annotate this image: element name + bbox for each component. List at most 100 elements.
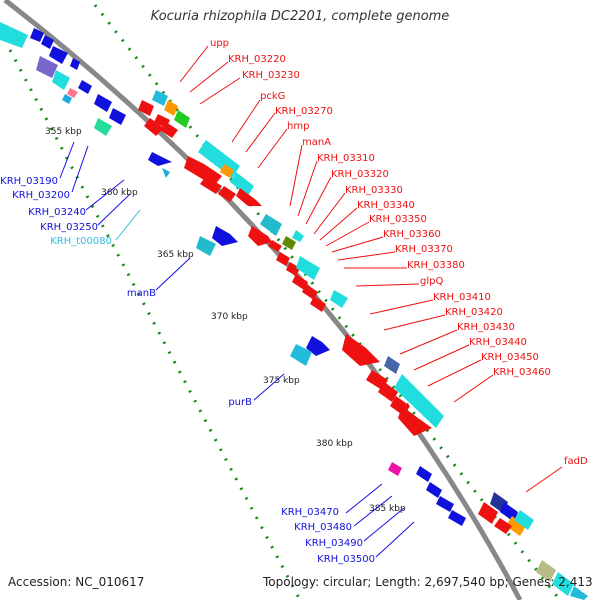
feature <box>152 90 168 106</box>
feature <box>67 88 78 98</box>
feature <box>292 230 304 242</box>
scale-label: 355 kbp <box>45 127 82 137</box>
feature <box>268 240 282 252</box>
feature <box>70 58 80 70</box>
gene-label[interactable]: KRH_03330 <box>345 185 403 196</box>
gene-label[interactable]: KRH_03420 <box>445 307 503 318</box>
feature <box>230 172 254 196</box>
feature <box>388 462 402 476</box>
feature <box>41 35 54 49</box>
scale-arc-inner <box>8 49 302 600</box>
feature <box>144 118 164 136</box>
reverse-leader-lines <box>59 141 415 558</box>
gene-label[interactable]: KRH_t00080 <box>50 236 112 247</box>
reverse-strand-features <box>0 22 466 526</box>
gene-label[interactable]: KRH_03190 <box>0 176 58 187</box>
gene-label[interactable]: KRH_03200 <box>12 190 70 201</box>
feature <box>0 22 28 48</box>
feature <box>148 152 172 166</box>
feature <box>306 336 330 356</box>
forward-strand-features <box>138 90 588 600</box>
gene-label[interactable]: hmp <box>287 121 309 132</box>
feature <box>78 80 92 94</box>
feature <box>138 100 154 116</box>
scale-label: 375 kbp <box>263 376 300 386</box>
gene-label[interactable]: pckG <box>260 91 285 102</box>
gene-label[interactable]: KRH_03430 <box>457 322 515 333</box>
feature <box>36 56 58 78</box>
map-title: Kocuria rhizophila DC2201, complete geno… <box>150 9 450 24</box>
feature <box>330 290 348 308</box>
gene-label[interactable]: purB <box>228 397 252 408</box>
gene-label[interactable]: KRH_03500 <box>317 554 375 565</box>
feature <box>160 122 178 138</box>
feature <box>196 236 216 256</box>
feature <box>174 110 190 128</box>
feature <box>236 188 262 206</box>
gene-label[interactable]: KRH_03310 <box>317 153 375 164</box>
gene-label[interactable]: KRH_03440 <box>469 337 527 348</box>
gene-label[interactable]: KRH_03350 <box>369 214 427 225</box>
gene-label[interactable]: manA <box>302 137 331 148</box>
feature <box>162 168 170 178</box>
gene-label[interactable]: KRH_03270 <box>275 106 333 117</box>
scale-label: 370 kbp <box>211 312 248 322</box>
feature <box>448 510 466 526</box>
gene-label[interactable]: KRH_03450 <box>481 352 539 363</box>
feature <box>342 334 380 366</box>
feature <box>62 94 72 104</box>
feature <box>248 226 272 246</box>
feature <box>378 382 398 402</box>
gene-label[interactable]: fadD <box>564 456 588 467</box>
gene-label[interactable]: KRH_03490 <box>305 538 363 549</box>
feature <box>536 560 556 582</box>
gene-label[interactable]: KRH_03240 <box>28 207 86 218</box>
feature <box>398 406 432 436</box>
gene-label[interactable]: KRH_03460 <box>493 367 551 378</box>
feature <box>436 496 454 512</box>
reverse-gene-labels: KRH_03190 KRH_03200 KRH_03240 KRH_03250 … <box>0 176 375 565</box>
feature <box>218 186 236 202</box>
scale-label: 380 kbp <box>316 439 353 449</box>
gene-label[interactable]: KRH_03220 <box>228 54 286 65</box>
feature <box>416 466 432 482</box>
accession-text: Accession: NC_010617 <box>8 575 145 589</box>
gene-label[interactable]: KRH_03230 <box>242 70 300 81</box>
feature <box>164 100 178 116</box>
feature <box>506 516 526 536</box>
gene-label[interactable]: KRH_03250 <box>40 222 98 233</box>
gene-label[interactable]: upp <box>210 38 229 49</box>
genome-summary-text: Topology: circular; Length: 2,697,540 bp… <box>263 575 593 589</box>
feature <box>514 510 534 530</box>
feature <box>94 94 112 112</box>
trna-leader-line <box>115 209 141 241</box>
gene-label[interactable]: glpQ <box>420 276 443 287</box>
feature <box>49 46 68 64</box>
gene-label[interactable]: KRH_03340 <box>357 200 415 211</box>
feature <box>286 262 300 276</box>
feature <box>52 70 70 90</box>
gene-label[interactable]: KRH_03320 <box>331 169 389 180</box>
forward-gene-labels: upp KRH_03220 KRH_03230 pckG KRH_03270 h… <box>210 38 588 467</box>
gene-label[interactable]: KRH_03480 <box>294 522 352 533</box>
feature <box>552 572 574 596</box>
scale-label: 385 kbp <box>369 504 406 514</box>
feature <box>30 28 44 42</box>
feature <box>184 156 222 186</box>
feature <box>478 502 498 524</box>
gene-label[interactable]: manB <box>127 288 156 299</box>
feature <box>212 226 238 246</box>
gene-label[interactable]: KRH_03410 <box>433 292 491 303</box>
feature <box>310 296 326 312</box>
gene-label[interactable]: KRH_03380 <box>407 260 465 271</box>
feature <box>570 586 588 600</box>
feature <box>260 214 282 236</box>
feature <box>109 108 126 125</box>
feature <box>94 118 112 136</box>
gene-label[interactable]: KRH_03470 <box>281 507 339 518</box>
gene-label[interactable]: KRH_03370 <box>395 244 453 255</box>
feature <box>426 482 442 498</box>
scale-label: 365 kbp <box>157 250 194 260</box>
gene-label[interactable]: KRH_03360 <box>383 229 441 240</box>
feature <box>292 274 308 290</box>
